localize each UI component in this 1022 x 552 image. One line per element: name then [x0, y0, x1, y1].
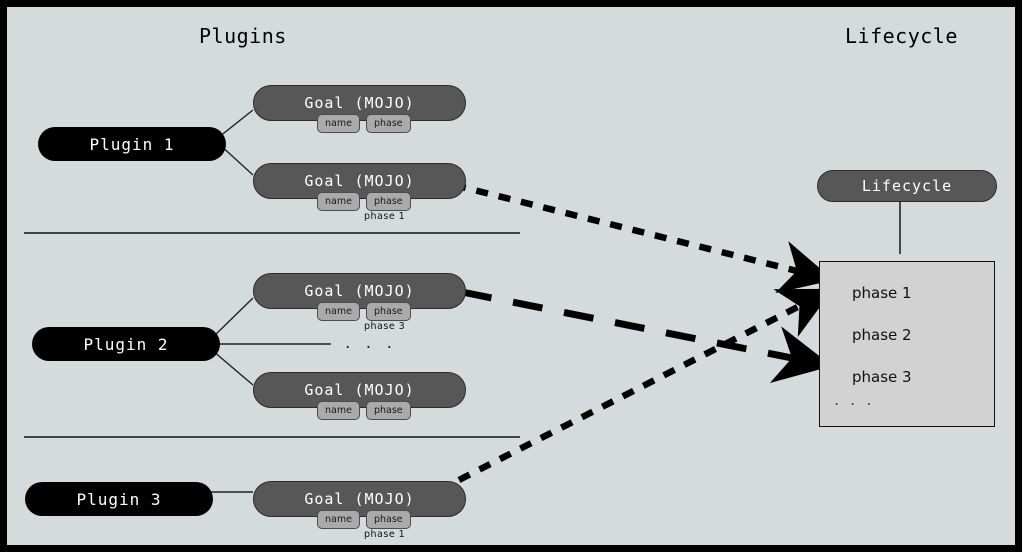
badge-name[interactable]: name	[317, 302, 360, 321]
badge-phase[interactable]: phase	[365, 114, 411, 133]
lifecycle-phase-3[interactable]: phase 3	[852, 368, 912, 386]
badge-name[interactable]: name	[317, 114, 360, 133]
goal-5-phase-note: phase 1	[364, 529, 406, 540]
plugin-2-more-goals-ellipsis: . . .	[345, 333, 398, 353]
plugin-node-2[interactable]: Plugin 2	[32, 327, 220, 361]
plugins-column-title: Plugins	[199, 24, 287, 48]
binding-goal5-to-phase1	[457, 288, 834, 483]
badge-name[interactable]: name	[317, 401, 360, 420]
badge-name[interactable]: name	[317, 192, 360, 211]
goal-4-attributes: name phase	[317, 401, 411, 420]
binding-goal3-to-phase3	[461, 288, 833, 384]
badge-phase[interactable]: phase	[365, 302, 411, 321]
lifecycle-phase-1[interactable]: phase 1	[852, 284, 912, 302]
goal-2-phase-note: phase 1	[364, 211, 406, 222]
plugin-node-1[interactable]: Plugin 1	[38, 127, 226, 161]
lifecycle-node[interactable]: Lifecycle	[817, 170, 997, 202]
wire-plugin2-goal3	[212, 297, 254, 338]
goal-node-2[interactable]: Goal (MOJO)	[253, 163, 466, 199]
lifecycle-column-title: Lifecycle	[845, 24, 958, 48]
goal-2-attributes: name phase	[317, 192, 411, 211]
goal-node-3[interactable]: Goal (MOJO)	[253, 273, 466, 309]
badge-phase[interactable]: phase	[365, 510, 411, 529]
lifecycle-more-phases-ellipsis: . . .	[834, 390, 875, 409]
lifecycle-phase-2[interactable]: phase 2	[852, 326, 912, 344]
wire-plugin2-goal4	[212, 350, 254, 386]
goal-3-phase-note: phase 3	[364, 321, 406, 332]
badge-name[interactable]: name	[317, 510, 360, 529]
goal-5-attributes: name phase	[317, 510, 411, 529]
badge-phase[interactable]: phase	[365, 401, 411, 420]
lifecycle-phase-list	[819, 261, 995, 427]
goal-node-4[interactable]: Goal (MOJO)	[253, 372, 466, 408]
binding-goal2-to-phase1	[453, 181, 834, 294]
badge-phase[interactable]: phase	[365, 192, 411, 211]
goal-3-attributes: name phase	[317, 302, 411, 321]
plugin-node-3[interactable]: Plugin 3	[25, 482, 213, 516]
wire-plugin1-goal1	[218, 109, 254, 138]
goal-1-attributes: name phase	[317, 114, 411, 133]
goal-node-1[interactable]: Goal (MOJO)	[253, 85, 466, 121]
